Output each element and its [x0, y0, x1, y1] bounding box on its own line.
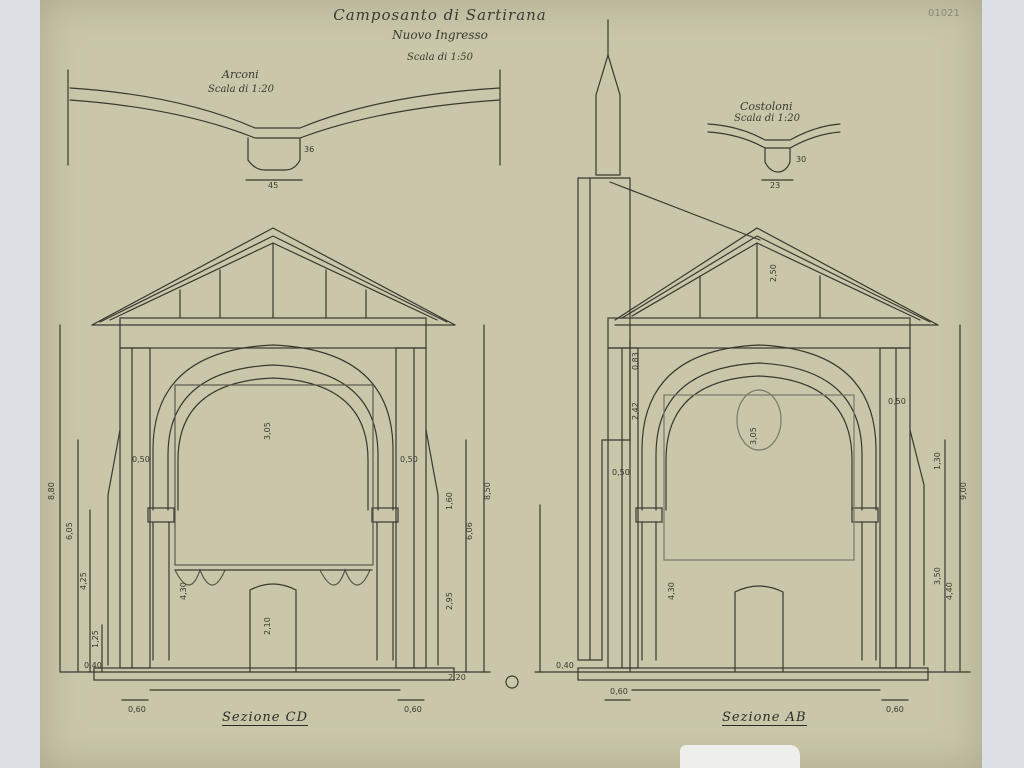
reference-number: 01021	[928, 8, 960, 19]
dim-cd-right-0: 8,50	[483, 482, 492, 500]
dim-ab-bottom-1: 0,60	[886, 705, 904, 714]
dim-cd-inner-2: 3,05	[263, 422, 272, 440]
rib-profile	[707, 123, 841, 181]
dim-ab-bottom-0: 0,60	[610, 687, 628, 696]
dim-ab-left-3: 0,83	[631, 352, 640, 370]
dim-ab-left-1: 0,40	[556, 661, 574, 670]
dim-arch-height: 36	[304, 145, 314, 154]
dim-ab-right-1: 1,30	[933, 452, 942, 470]
dim-rib-height: 30	[796, 155, 806, 164]
paper-tear	[680, 745, 800, 768]
arch-detail-label: Arconi	[222, 68, 259, 81]
rib-detail-scale: Scala di 1:20	[734, 113, 800, 124]
sheet-scale: Scala di 1:50	[407, 52, 473, 63]
dim-ab-right-4: 0,50	[888, 397, 906, 406]
dim-cd-left-2: 4,25	[79, 572, 88, 590]
dim-cd-left-1: 6,05	[65, 522, 74, 540]
dim-ab-right-0: 9,00	[959, 482, 968, 500]
sheet-subtitle: Nuovo Ingresso	[392, 28, 488, 42]
dim-cd-left-3: 1,25	[91, 630, 100, 648]
dim-ab-right-2: 3,50	[933, 567, 942, 585]
rib-detail-label: Costoloni	[740, 100, 793, 113]
title-block: Camposanto di Sartirana Nuovo Ingresso S…	[280, 6, 600, 63]
dim-cd-bottom-1: 0,60	[404, 705, 422, 714]
dim-cd-bottom-0: 0,60	[128, 705, 146, 714]
section-ab-title: Sezione AB	[722, 710, 807, 726]
section-cd-drawing	[59, 227, 491, 701]
dim-cd-inner-3: 0,50	[132, 455, 150, 464]
dim-cd-right-3: 2,95	[445, 592, 454, 610]
dim-rib-width: 23	[770, 181, 780, 190]
north-marker	[505, 675, 519, 689]
arch-profile	[67, 69, 501, 181]
dim-ab-inner-1: 3,05	[749, 427, 758, 445]
dim-cd-inner-0: 4,30	[179, 582, 188, 600]
dim-ab-inner-2: 2,50	[769, 264, 778, 282]
dim-ab-left-2: 2,42	[631, 402, 640, 420]
sheet-title: Camposanto di Sartirana	[333, 6, 547, 24]
dim-cd-inner-4: 0,50	[400, 455, 418, 464]
section-ab-drawing	[534, 19, 971, 701]
arch-detail-scale: Scala di 1:20	[208, 84, 274, 95]
drawing-sheet	[40, 0, 982, 768]
dim-ab-left-0: 0,50	[612, 468, 630, 477]
dim-cd-right-1: 1,60	[445, 492, 454, 510]
dim-cd-left-4: 0,40	[84, 661, 102, 670]
dim-ab-right-3: 4,40	[945, 582, 954, 600]
dim-arch-width: 45	[268, 181, 278, 190]
dim-cd-inner-1: 2,10	[263, 617, 272, 635]
section-cd-title: Sezione CD	[222, 710, 309, 726]
dim-ab-inner-0: 4,30	[667, 582, 676, 600]
dim-cd-right-2: 6,06	[465, 522, 474, 540]
dim-cd-other-0: 2,20	[448, 673, 466, 682]
dim-cd-left-0: 8,80	[47, 482, 56, 500]
